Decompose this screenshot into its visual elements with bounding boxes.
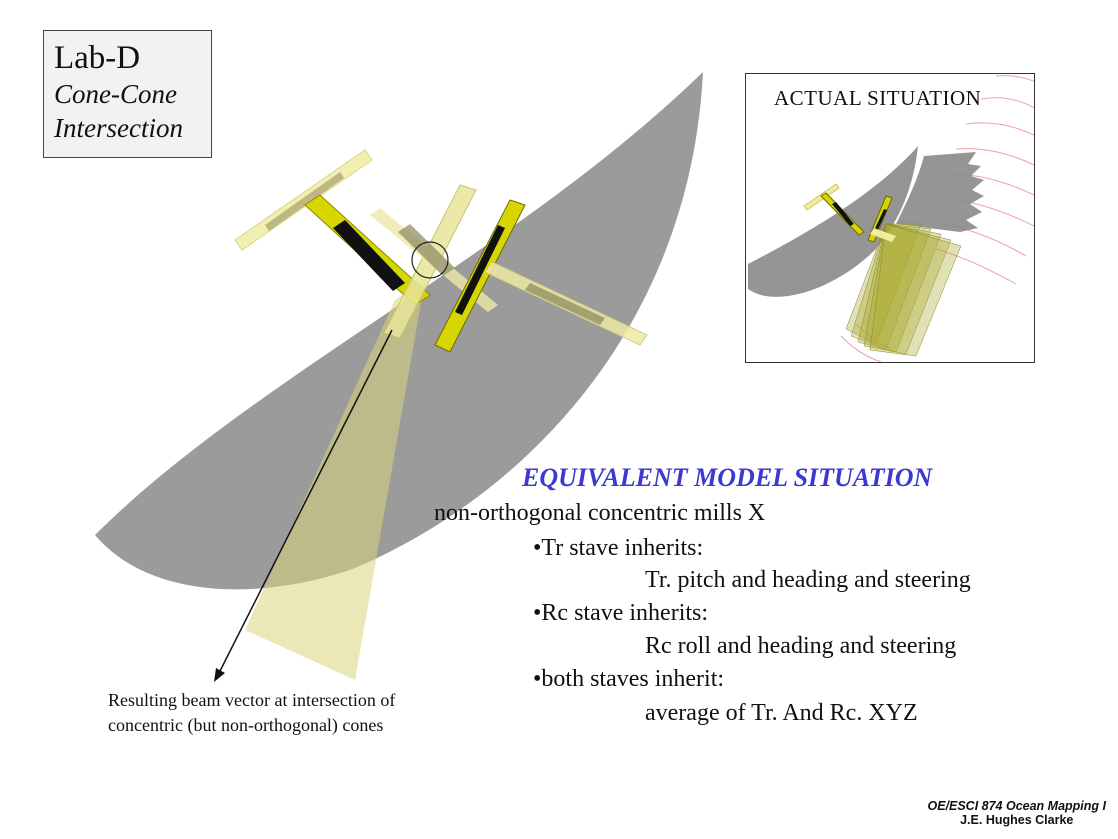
inset-diagram xyxy=(748,75,1034,362)
detail-tr: Tr. pitch and heading and steering xyxy=(645,567,971,593)
title-sub-line2: Intersection xyxy=(54,113,183,143)
caption-line2: concentric (but non-orthogonal) cones xyxy=(108,715,384,735)
title-main: Lab-D xyxy=(54,40,141,76)
inset-title: ACTUAL SITUATION xyxy=(774,86,982,110)
beam-fan xyxy=(245,280,425,680)
bullet-tr: •Tr stave inherits: xyxy=(533,535,704,561)
actual-situation-inset: ACTUAL SITUATION xyxy=(745,73,1035,363)
model-line1: non-orthogonal concentric mills X xyxy=(434,500,766,526)
inset-staves xyxy=(803,183,896,243)
pale-stave-right xyxy=(484,261,648,346)
title-sub-line1: Cone-Cone xyxy=(54,79,177,109)
footer-course: OE/ESCI 874 Ocean Mapping I xyxy=(927,799,1106,813)
caption-line1: Resulting beam vector at intersection of xyxy=(108,690,396,710)
detail-both: average of Tr. And Rc. XYZ xyxy=(645,700,918,726)
inset-beam-fan xyxy=(845,223,962,357)
beam-vector-caption: Resulting beam vector at intersection of… xyxy=(108,688,395,738)
title-box: Lab-D Cone-Cone Intersection xyxy=(43,30,212,158)
footer-author: J.E. Hughes Clarke xyxy=(960,813,1074,827)
pink-arcs xyxy=(840,75,1034,362)
footer: OE/ESCI 874 Ocean Mapping I J.E. Hughes … xyxy=(927,799,1106,827)
beam-vector-arrow xyxy=(214,329,393,682)
pale-stave-left xyxy=(234,149,373,251)
model-heading: EQUIVALENT MODEL SITUATION xyxy=(522,463,933,492)
yellow-stave-right xyxy=(434,199,526,353)
bullet-both: •both staves inherit: xyxy=(533,666,725,692)
bullet-rc: •Rc stave inherits: xyxy=(533,600,709,626)
inset-swath-left xyxy=(748,146,918,297)
yellow-stave-left xyxy=(304,194,431,306)
detail-rc: Rc roll and heading and steering xyxy=(645,633,957,659)
inset-swath-right xyxy=(896,152,984,232)
intersection-circle xyxy=(411,241,449,279)
